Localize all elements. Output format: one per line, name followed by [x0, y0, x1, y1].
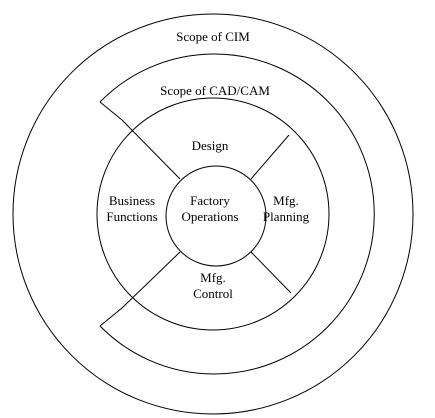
middle-circle — [96, 97, 330, 331]
divider-bottom-right — [250, 251, 292, 294]
mfg-planning-label-line1: Mfg. — [273, 193, 299, 208]
mfg-control-label-line2: Control — [193, 286, 233, 301]
business-functions-label-line1: Business — [109, 193, 155, 208]
scope-of-cadcam-label: Scope of CAD/CAM — [160, 83, 270, 98]
mfg-control-label-line1: Mfg. — [200, 270, 226, 285]
design-label: Design — [192, 138, 229, 153]
cim-scope-circle — [12, 13, 414, 415]
divider-top-right — [250, 134, 290, 180]
factory-operations-label-line2: Operations — [181, 209, 238, 224]
cadcam-outer-arc — [99, 53, 375, 375]
factory-operations-label-line1: Factory — [190, 193, 230, 208]
divider-bottom-left — [121, 251, 181, 309]
business-functions-label-line2: Functions — [106, 209, 157, 224]
mfg-planning-label-line2: Planning — [263, 209, 310, 224]
cadcam-bottom-connector — [99, 307, 123, 327]
divider-top-left — [121, 119, 181, 180]
cadcam-top-connector — [99, 101, 123, 121]
scope-of-cim-label: Scope of CIM — [176, 29, 250, 44]
factory-operations-circle — [165, 165, 267, 267]
